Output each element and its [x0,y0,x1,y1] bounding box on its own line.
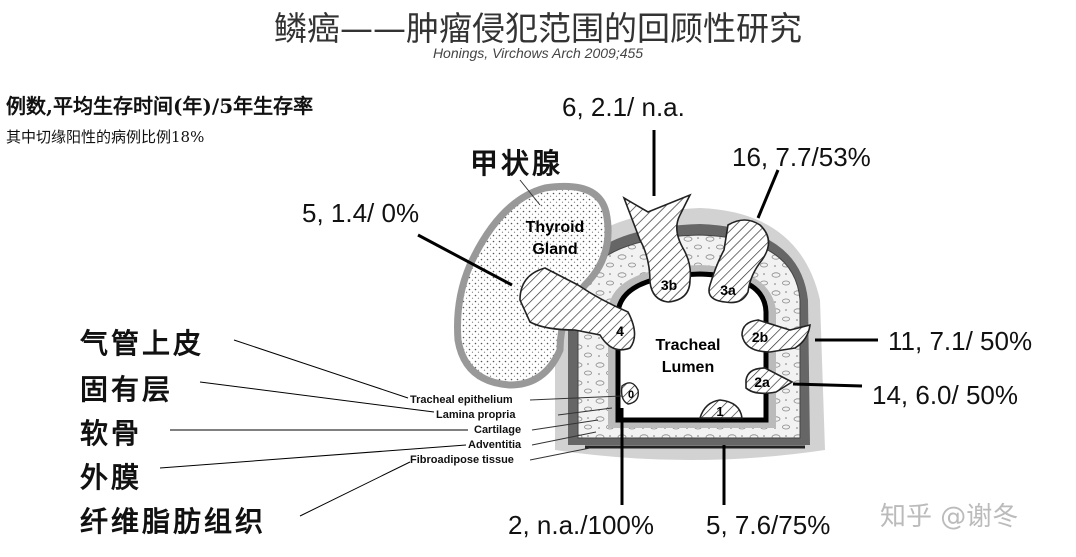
tumor-2a-label: 2a [754,374,770,390]
connector-lamina-cn [199,381,435,413]
leader-fibroadipose [529,447,591,461]
stat-3a: 16, 7.7/53% [732,142,871,172]
legend-line-2: 其中切缘阳性的病例比例18% [6,128,205,146]
adventitia-cn-label: 外膜 [80,461,143,494]
connector-adventitia-cn [159,444,467,469]
connector-thyroid-cn [519,179,541,206]
thyroid-cn-label: 甲状腺 [470,147,564,180]
tumor-3b [622,193,692,303]
leader-adventitia [531,431,597,446]
tumor-2a [745,367,794,395]
tumor-1 [698,399,743,419]
thyroid-label-2: Gland [532,241,577,258]
stat-2b: 11, 7.1/ 50% [888,326,1033,356]
page-title: 鳞癌——肿瘤侵犯范围的回顾性研究 [274,9,802,48]
epithelium-en-label: Tracheal epithelium [410,394,513,406]
stat-1: 5, 7.6/75% [706,510,831,540]
citation: Honings, Virchows Arch 2009;455 [432,45,644,61]
leader-4 [417,233,513,287]
connector-fibroadipose-cn [299,461,411,517]
tumor-0 [620,382,639,405]
tumor-3a [708,219,770,304]
tumor-3a-label: 3a [720,282,736,298]
fibroadipose-en-label: Fibroadipose tissue [410,454,514,466]
lamina-propria-cn-label: 固有层 [80,373,174,406]
adventitia-en-label: Adventitia [468,439,522,451]
thyroid-label-1: Thyroid [526,219,585,236]
lumen-label-2: Lumen [662,359,714,376]
tumor-2b-label: 2b [752,329,768,345]
tumor-3b-label: 3b [661,277,677,293]
tumor-4 [519,267,636,351]
epithelium-cn-label: 气管上皮 [80,327,205,360]
leader-2a [792,382,863,388]
legend-line-1: 例数,平均生存时间(年)/5年生存率 [6,94,314,118]
leader-epithelium [529,395,623,401]
tumor-1-label: 1 [716,404,723,419]
lamina-propria-en-label: Lamina propria [436,409,516,421]
tracheal-lumen [615,271,769,423]
fibroadipose-cn-label: 纤维脂肪组织 [80,505,267,538]
cartilage-en-label: Cartilage [474,424,522,436]
lumen-label-1: Tracheal [656,337,721,354]
connector-epithelium-cn [233,339,409,399]
tumor-0-label: 0 [628,389,634,401]
cartilage-cn-label: 软骨 [80,417,143,450]
stat-0: 2, n.a./100% [508,510,654,540]
stat-4: 5, 1.4/ 0% [302,198,420,228]
stat-2a: 14, 6.0/ 50% [872,380,1018,410]
leader-cartilage [531,419,599,431]
tumor-4-label: 4 [616,323,624,339]
leader-lamina [557,407,613,416]
leader-3a [756,169,780,219]
watermark: 知乎 @谢冬 [880,502,1019,532]
tumor-2b [741,319,811,353]
stat-3b: 6, 2.1/ n.a. [562,92,685,122]
